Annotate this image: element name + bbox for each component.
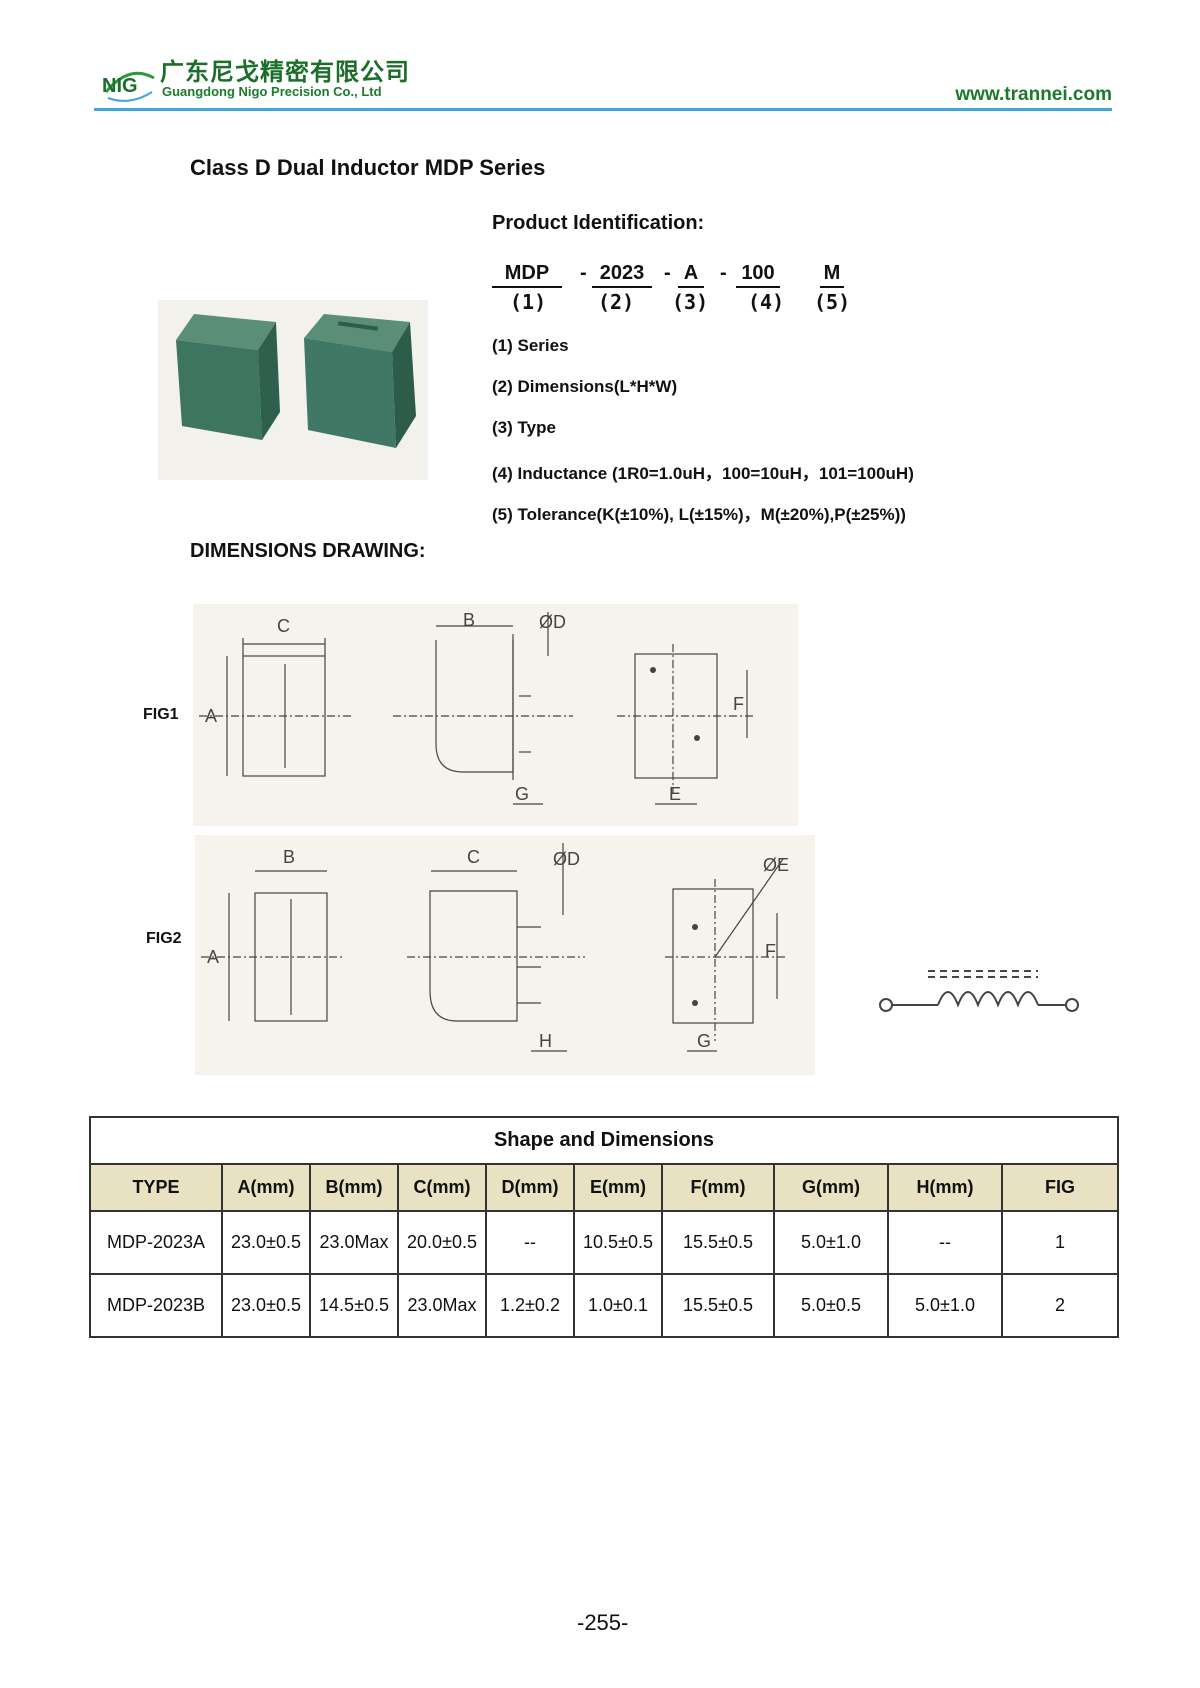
fig1-dim-f: F	[733, 694, 744, 714]
id-item-type: (3) Type	[492, 418, 556, 437]
fig1-dim-d: ØD	[539, 612, 566, 632]
code-index: (1)	[510, 290, 547, 314]
company-name-cn: 广东尼戈精密有限公司	[160, 57, 410, 86]
id-item-tolerance: (5) Tolerance(K(±10%), L(±15%)，M(±20%),P…	[492, 505, 906, 524]
page-title: Class D Dual Inductor MDP Series	[190, 155, 546, 180]
fig1-dim-c: C	[277, 616, 290, 636]
logo-text: NIG	[102, 75, 138, 97]
code-inductance: 100	[736, 262, 780, 288]
cell-e: 1.0±0.1	[573, 1272, 663, 1339]
cell-d: --	[485, 1209, 575, 1275]
col-header: B(mm)	[309, 1162, 399, 1212]
table-row: MDP-2023A 23.0±0.5 23.0Max 20.0±0.5 -- 1…	[89, 1209, 1119, 1275]
page-number: -255-	[577, 1610, 629, 1635]
fig2-dim-a: A	[207, 947, 219, 967]
fig2-label: FIG2	[146, 930, 182, 947]
col-header: A(mm)	[221, 1162, 311, 1212]
table-row: MDP-2023B 23.0±0.5 14.5±0.5 23.0Max 1.2±…	[89, 1272, 1119, 1339]
fig1-dim-g: G	[515, 784, 529, 804]
dual-inductor-symbol	[879, 970, 1079, 1012]
cell-a: 23.0±0.5	[221, 1272, 311, 1339]
cell-e: 10.5±0.5	[573, 1209, 663, 1275]
dimensions-table: Shape and Dimensions TYPE A(mm) B(mm) C(…	[89, 1116, 1119, 1339]
cell-c: 23.0Max	[397, 1272, 487, 1339]
id-item-inductance: (4) Inductance (1R0=1.0uH，100=10uH，101=1…	[492, 464, 914, 483]
cell-c: 20.0±0.5	[397, 1209, 487, 1275]
cell-b: 14.5±0.5	[309, 1272, 399, 1339]
col-header: FIG	[1001, 1162, 1119, 1212]
website-link[interactable]: www.trannei.com	[955, 84, 1112, 105]
product-photo	[158, 300, 428, 480]
col-header: F(mm)	[661, 1162, 775, 1212]
code-separator: -	[664, 262, 671, 284]
fig2-dim-d: ØD	[553, 849, 580, 869]
cell-h: 5.0±1.0	[887, 1272, 1003, 1339]
dimensions-drawing-heading: DIMENSIONS DRAWING:	[190, 540, 426, 562]
fig2-drawing: B A C ØD H ØE F G	[195, 835, 815, 1075]
code-index: (4)	[748, 290, 785, 314]
code-separator: -	[720, 262, 727, 284]
col-header: D(mm)	[485, 1162, 575, 1212]
cell-d: 1.2±0.2	[485, 1272, 575, 1339]
fig2-dim-h: H	[539, 1031, 552, 1051]
col-header: C(mm)	[397, 1162, 487, 1212]
id-item-dimensions: (2) Dimensions(L*H*W)	[492, 377, 678, 396]
fig2-dim-b: B	[283, 847, 295, 867]
fig1-label: FIG1	[143, 706, 179, 723]
col-header: TYPE	[89, 1162, 223, 1212]
code-index: (3)	[672, 290, 709, 314]
cell-g: 5.0±1.0	[773, 1209, 889, 1275]
code-type: A	[678, 262, 704, 288]
col-header: E(mm)	[573, 1162, 663, 1212]
code-index: (2)	[598, 290, 635, 314]
col-header: H(mm)	[887, 1162, 1003, 1212]
cell-fig: 1	[1001, 1209, 1119, 1275]
cell-b: 23.0Max	[309, 1209, 399, 1275]
cell-f: 15.5±0.5	[661, 1272, 775, 1339]
cell-type: MDP-2023B	[89, 1272, 223, 1339]
fig2-dim-e: ØE	[763, 855, 789, 875]
cell-type: MDP-2023A	[89, 1209, 223, 1275]
fig2-dim-g: G	[697, 1031, 711, 1051]
code-separator: -	[580, 262, 587, 284]
code-series: MDP	[492, 262, 562, 288]
code-dimensions: 2023	[592, 262, 652, 288]
col-header: G(mm)	[773, 1162, 889, 1212]
code-tolerance: M	[820, 262, 844, 288]
cell-g: 5.0±0.5	[773, 1272, 889, 1339]
cell-fig: 2	[1001, 1272, 1119, 1339]
cell-h: --	[887, 1209, 1003, 1275]
fig1-dim-e: E	[669, 784, 681, 804]
fig1-dim-b: B	[463, 610, 475, 630]
product-identification-heading: Product Identification:	[492, 212, 705, 234]
table-header-row: TYPE A(mm) B(mm) C(mm) D(mm) E(mm) F(mm)…	[89, 1162, 1119, 1212]
fig2-dim-f: F	[765, 941, 776, 961]
company-logo: NIG	[102, 71, 155, 102]
fig2-dim-c: C	[467, 847, 480, 867]
company-name-en: Guangdong Nigo Precision Co., Ltd	[162, 84, 382, 99]
id-item-series: (1) Series	[492, 336, 569, 355]
cell-f: 15.5±0.5	[661, 1209, 775, 1275]
fig1-dim-a: A	[205, 706, 217, 726]
cell-a: 23.0±0.5	[221, 1209, 311, 1275]
table-caption: Shape and Dimensions	[89, 1116, 1119, 1165]
fig1-drawing: C A B ØD G F E	[193, 604, 798, 826]
code-index: (5)	[814, 290, 851, 314]
header-divider	[94, 108, 1112, 111]
